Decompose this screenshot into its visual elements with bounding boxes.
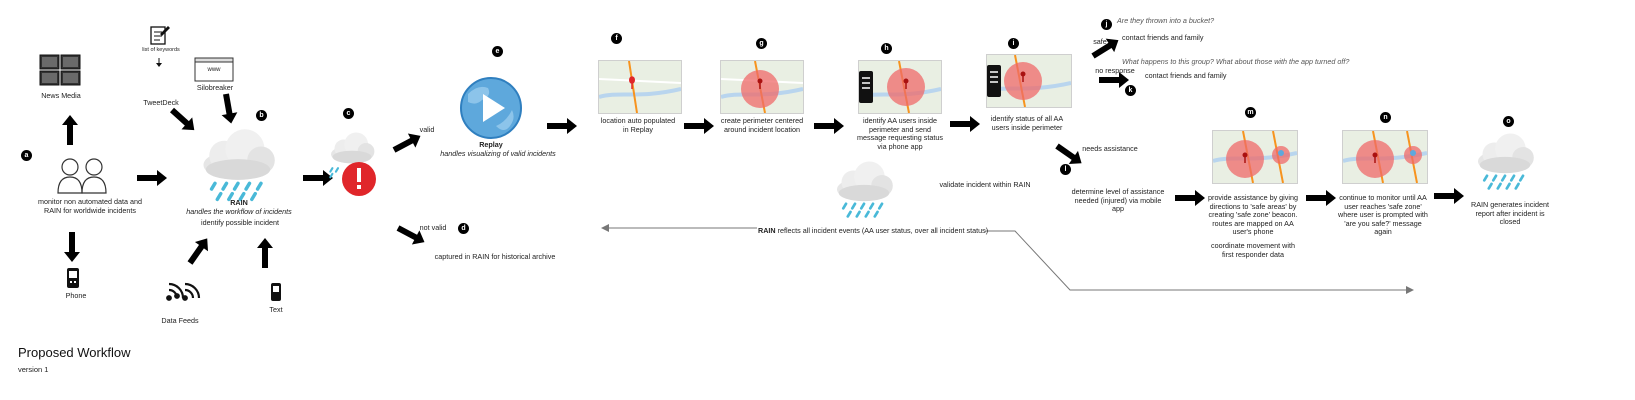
data-feeds-icon xyxy=(166,282,201,301)
not-valid-label: not valid xyxy=(419,223,447,232)
validate-rain-cloud-icon xyxy=(837,161,893,218)
badge-j: j xyxy=(1101,19,1112,30)
arrow-g-to-h xyxy=(814,118,844,134)
rain-reflects-bold: RAIN xyxy=(758,226,776,235)
badge-h: h xyxy=(881,43,892,54)
map-g xyxy=(720,60,804,114)
people-icon xyxy=(57,158,107,194)
arrow-text-to-rain xyxy=(257,238,273,268)
arrow-h-to-i xyxy=(950,116,980,132)
arrow-up-news xyxy=(62,115,78,145)
rain-subtitle: handles the workflow of incidents xyxy=(186,207,292,216)
badge-l: l xyxy=(1060,164,1071,175)
step-m-text-2: coordinate movement with first responder… xyxy=(1211,241,1295,259)
version-label: version 1 xyxy=(18,365,49,374)
badge-m: m xyxy=(1245,107,1256,118)
alert-cloud-icon xyxy=(329,132,375,179)
arrow-datafeeds-to-rain xyxy=(183,233,214,268)
badge-d: d xyxy=(458,223,469,234)
badge-a: a xyxy=(21,150,32,161)
rain-reflects-text: reflects all incident events (AA user st… xyxy=(775,226,989,235)
arrow-down-phone xyxy=(64,232,80,262)
arrow-replay-to-f xyxy=(547,118,577,134)
alert-icon xyxy=(342,162,376,196)
step-k-question: What happens to this group? What about t… xyxy=(1122,57,1350,66)
phone-icon xyxy=(67,268,79,288)
arrow-f-to-g xyxy=(684,118,714,134)
step-k-text: contact friends and family xyxy=(1145,71,1227,80)
map-f xyxy=(598,60,682,114)
rain-cloud-icon xyxy=(203,129,275,202)
step-h-text: identify AA users inside perimeter and s… xyxy=(857,116,943,151)
no-response-label: no response xyxy=(1095,66,1135,75)
monitor-label: monitor non automated data and RAIN for … xyxy=(38,197,142,215)
map-m xyxy=(1212,130,1298,184)
arrow-rain-to-alert xyxy=(303,170,333,186)
safe-label: safe xyxy=(1093,37,1107,46)
www-label: www xyxy=(207,67,221,73)
arrow-silobreaker-to-rain xyxy=(218,92,240,125)
step-g-text: create perimeter centered around inciden… xyxy=(720,116,804,134)
step-l-text: determine level of assistance needed (in… xyxy=(1071,187,1165,214)
badge-g: g xyxy=(756,38,767,49)
arrow-m-to-n xyxy=(1306,190,1336,206)
arrow-l-to-m xyxy=(1175,190,1205,206)
step-n-text: continue to monitor until AA user reache… xyxy=(1338,193,1428,237)
list-of-keywords-label: list of keywords xyxy=(142,47,180,53)
replay-subtitle: handles visualizing of valid incidents xyxy=(440,149,556,158)
text-phone-icon xyxy=(271,283,281,301)
badge-c: c xyxy=(343,108,354,119)
phone-label: Phone xyxy=(65,291,87,300)
list-of-keywords-icon xyxy=(150,26,170,67)
badge-k: k xyxy=(1125,85,1136,96)
thin-arrow-to-report xyxy=(985,230,1414,294)
arrow-tweetdeck-to-rain xyxy=(166,104,200,137)
map-h xyxy=(858,60,942,114)
badge-f: f xyxy=(611,33,622,44)
news-media-label: News Media xyxy=(41,91,81,100)
map-n xyxy=(1342,130,1428,184)
page-title: Proposed Workflow xyxy=(18,345,131,360)
badge-o: o xyxy=(1503,116,1514,127)
badge-e: e xyxy=(492,46,503,57)
text-label: Text xyxy=(269,305,283,314)
badge-b: b xyxy=(256,110,267,121)
replay-globe-icon xyxy=(460,77,522,139)
step-i-text: identify status of all AA users inside p… xyxy=(990,114,1064,132)
silobreaker-icon xyxy=(194,57,234,82)
identify-incident-label: identify possible incident xyxy=(201,218,279,227)
arrow-people-to-rain xyxy=(137,170,167,186)
arrow-n-to-o xyxy=(1434,188,1464,204)
validate-label: validate incident within RAIN xyxy=(939,180,1031,189)
step-o-text: RAIN generates incident report after inc… xyxy=(1471,200,1549,227)
captured-label: captured in RAIN for historical archive xyxy=(434,252,556,261)
step-f-text: location auto populated in Replay xyxy=(600,116,676,134)
replay-title: Replay xyxy=(479,140,503,149)
map-i xyxy=(986,54,1072,108)
data-feeds-label: Data Feeds xyxy=(161,316,199,325)
needs-assistance-label: needs assistance xyxy=(1082,144,1138,153)
silobreaker-label: Silobreaker xyxy=(196,83,234,92)
badge-i: i xyxy=(1008,38,1019,49)
valid-label: valid xyxy=(419,125,435,134)
rain-title: RAIN xyxy=(230,198,248,207)
step-j-question: Are they thrown into a bucket? xyxy=(1117,16,1215,25)
step-j-text: contact friends and family xyxy=(1122,33,1204,42)
report-rain-cloud-icon xyxy=(1478,133,1534,190)
badge-n: n xyxy=(1380,112,1391,123)
step-m-text: provide assistance by giving directions … xyxy=(1208,193,1298,237)
rain-reflects-label: RAIN reflects all incident events (AA us… xyxy=(758,226,989,236)
tweetdeck-label: TweetDeck xyxy=(143,98,179,107)
news-media-icon xyxy=(39,54,81,86)
